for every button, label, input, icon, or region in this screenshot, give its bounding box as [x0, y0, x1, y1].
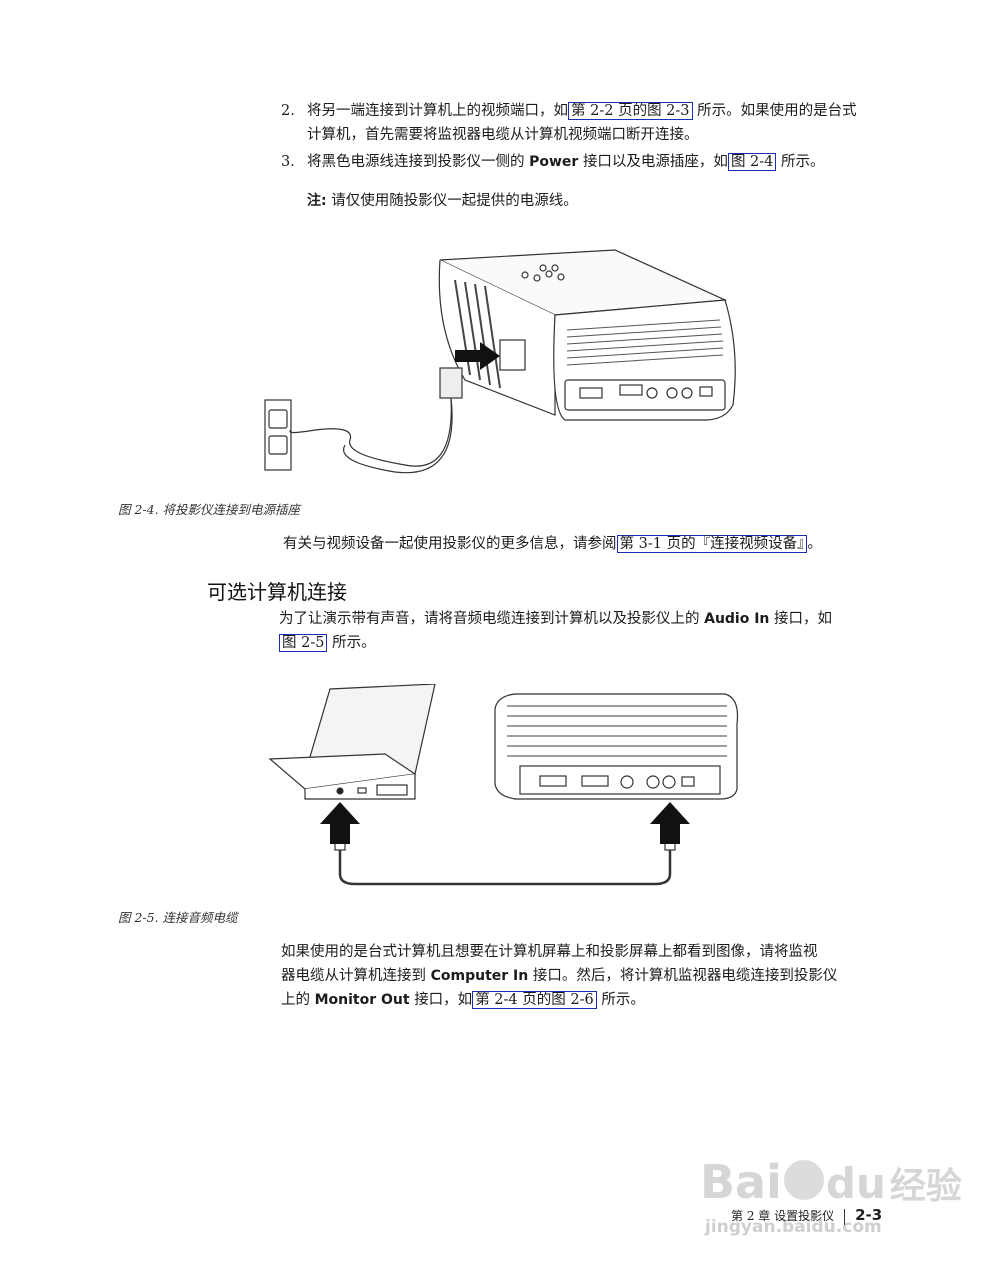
step-text: 将黑色电源线连接到投影仪一侧的: [307, 154, 525, 170]
step-3: 3. 将黑色电源线连接到投影仪一侧的 Power 接口以及电源插座，如图 2-4…: [281, 150, 887, 174]
monitor-paragraph: 如果使用的是台式计算机且想要在计算机屏幕上和投影屏幕上都看到图像，请将监视 器电…: [281, 940, 893, 1012]
step-number: 3.: [281, 154, 295, 170]
note: 注: 请仅使用随投影仪一起提供的电源线。: [307, 189, 887, 213]
step-text: 将另一端连接到计算机上的视频端口，如: [307, 103, 568, 119]
paragraph-text: 为了让演示带有声音，请将音频电缆连接到计算机以及投影仪上的: [279, 611, 700, 627]
paragraph-text: 接口，如: [414, 992, 473, 1008]
paw-icon: [783, 1160, 824, 1200]
watermark-cn: 经验: [889, 1166, 962, 1207]
cross-reference-link[interactable]: 图 2-4: [727, 153, 777, 171]
cross-reference-link[interactable]: 图 2-5: [279, 634, 328, 652]
section-heading: 可选计算机连接: [207, 580, 347, 604]
footer-divider: [844, 1208, 846, 1225]
computer-in-port-label: Computer In: [430, 968, 529, 984]
paragraph-text: 所示。: [601, 992, 645, 1008]
step-2: 2. 将另一端连接到计算机上的视频端口，如第 2-2 页的图 2-3 所示。如果…: [281, 99, 887, 147]
figure-2-4-caption: 图 2-4. 将投影仪连接到电源插座: [118, 502, 301, 517]
page-number: 2-3: [855, 1206, 883, 1224]
cross-reference-link[interactable]: 第 3-1 页的『连接视频设备』: [616, 535, 808, 553]
figure-2-4-power-connection: [264, 249, 736, 474]
paragraph-text: 所示。: [332, 635, 376, 651]
note-label: 注:: [307, 193, 327, 209]
audio-paragraph: 为了让演示带有声音，请将音频电缆连接到计算机以及投影仪上的 Audio In 接…: [279, 607, 889, 655]
audio-in-port-label: Audio In: [704, 611, 770, 627]
paragraph-text: 上的: [281, 992, 310, 1008]
figure-2-5-caption: 图 2-5. 连接音频电缆: [118, 910, 238, 925]
paragraph-text: 如果使用的是台式计算机且想要在计算机屏幕上和投影屏幕上都看到图像，请将监视: [281, 944, 818, 960]
step-text: 所示。如果使用的是台式: [697, 103, 857, 119]
cross-reference-link[interactable]: 第 2-2 页的图 2-3: [568, 102, 693, 120]
note-text: 请仅使用随投影仪一起提供的电源线。: [331, 193, 578, 209]
paragraph-text: 。: [807, 536, 822, 552]
paragraph-text: 接口，如: [774, 611, 833, 627]
step-text: 计算机，首先需要将监视器电缆从计算机视频端口断开连接。: [307, 127, 699, 143]
paragraph-text: 有关与视频设备一起使用投影仪的更多信息，请参阅: [283, 536, 617, 552]
figure-2-5-audio-connection: [268, 684, 739, 886]
paragraph-text: 器电缆从计算机连接到: [281, 968, 426, 984]
paragraph-text: 接口。然后，将计算机监视器电缆连接到投影仪: [532, 968, 838, 984]
watermark-brand: Bai: [700, 1155, 782, 1209]
video-devices-paragraph: 有关与视频设备一起使用投影仪的更多信息，请参阅第 3-1 页的『连接视频设备』。: [283, 532, 889, 556]
chapter-title: 第 2 章 设置投影仪: [731, 1209, 835, 1223]
cross-reference-link[interactable]: 第 2-4 页的图 2-6: [472, 991, 597, 1009]
page-footer: 第 2 章 设置投影仪 2-3: [731, 1206, 882, 1225]
step-number: 2.: [281, 103, 295, 119]
step-text: 接口以及电源插座，如: [582, 154, 728, 170]
power-port-label: Power: [529, 154, 579, 170]
watermark-brand: du: [825, 1159, 886, 1208]
monitor-out-port-label: Monitor Out: [314, 992, 410, 1008]
step-text: 所示。: [781, 154, 825, 170]
watermark-url: jingyan.baidu.com: [705, 1217, 882, 1237]
